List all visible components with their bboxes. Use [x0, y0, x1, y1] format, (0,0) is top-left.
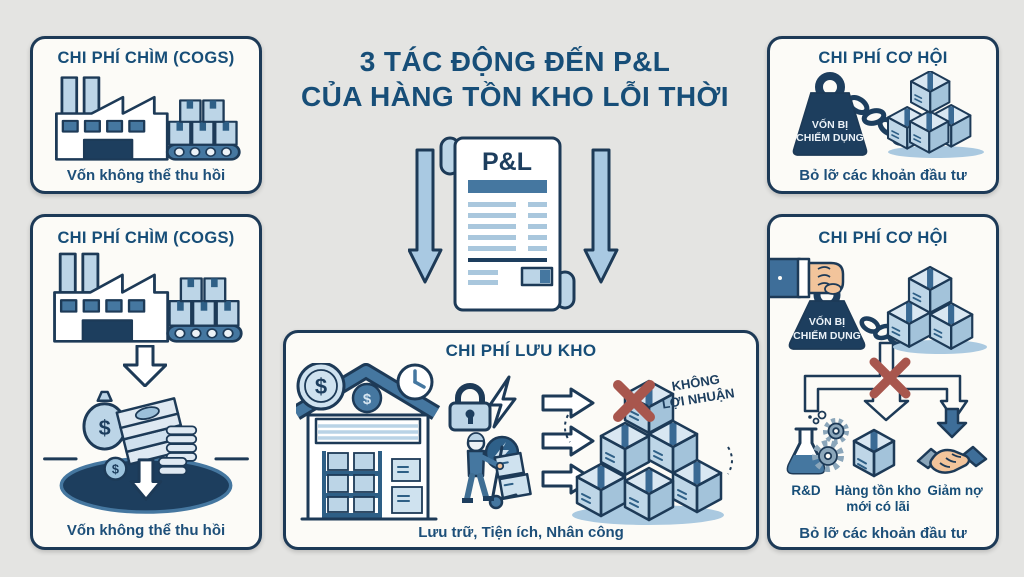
box-pile-icon: [888, 71, 984, 158]
investment-option-label-debt: Giảm nợ: [927, 483, 983, 498]
red-x-icon: [869, 357, 911, 399]
coin-small-icon: $: [351, 382, 383, 414]
coin-stack-icon: [157, 425, 198, 476]
main-title: 3 TÁC ĐỘNG ĐẾN P&L CỦA HÀNG TỒN KHO LỖI …: [270, 44, 760, 114]
coin-icon: $: [103, 456, 128, 481]
svg-text:CHIẾM DỤNG: CHIẾM DỤNG: [796, 131, 864, 144]
pl-document-icon: P&L: [439, 136, 576, 312]
investment-option-label-inventory: Hàng tồn kho mới có lãi: [834, 483, 922, 514]
lightning-icon: [488, 375, 517, 429]
pl-label: P&L: [482, 148, 532, 176]
main-title-line1: 3 TÁC ĐỘNG ĐẾN P&L: [359, 46, 671, 77]
factory-conveyor-icon: [55, 76, 241, 161]
worker-handtruck-icon: [462, 432, 532, 510]
panel-opportunity-cost-small: CHI PHÍ CƠ HỘI VỐN BỊ CHIẾM DỤNG: [767, 36, 999, 194]
red-x-icon: [613, 380, 655, 422]
svg-text:$: $: [112, 462, 119, 477]
panel-sunk-cost-small-title: CHI PHÍ CHÌM (COGS): [57, 49, 235, 67]
panel-sunk-cost-large-title: CHI PHÍ CHÌM (COGS): [57, 229, 235, 247]
falling-arrow-icon: [129, 458, 163, 501]
main-title-line2: CỦA HÀNG TỒN KHO LỖI THỜI: [301, 81, 729, 112]
hand-weight-boxes-illustration: VỐN BỊ CHIẾM DỤNG: [770, 257, 987, 422]
svg-text:VỐN BỊ: VỐN BỊ: [812, 117, 848, 131]
factory-conveyor-icon: [53, 252, 243, 343]
down-arrow-icon: [123, 345, 167, 387]
storage-illustration: $ $: [296, 363, 733, 525]
gears-icon: [812, 418, 849, 472]
panel-storage-cost: CHI PHÍ LƯU KHO: [283, 330, 759, 550]
investment-options-illustration: [786, 407, 988, 478]
box-pile-icon: [564, 381, 733, 525]
svg-text:$: $: [99, 415, 111, 440]
new-inventory-box-icon: [852, 428, 896, 478]
pl-document-illustration: P&L: [408, 136, 619, 312]
flow-arrows-icon: [541, 387, 595, 495]
weight-icon: VỐN BỊ CHIẾM DỤNG: [792, 72, 868, 156]
weight-chain-boxes-illustration: VỐN BỊ CHIẾM DỤNG: [792, 71, 984, 158]
down-arrow-left-icon: [408, 148, 443, 284]
panel-sunk-cost-small: CHI PHÍ CHÌM (COGS) Vốn không thể thu hồ…: [30, 36, 262, 194]
investment-option-label-rd: R&D: [791, 483, 821, 498]
down-arrow-right-icon: [583, 148, 619, 284]
handshake-icon: [916, 445, 988, 474]
clock-icon: [396, 363, 434, 401]
panel-storage-cost-caption: Lưu trữ, Tiện ích, Nhân công: [418, 524, 624, 541]
hand-sleeve-icon: [770, 257, 845, 299]
panel-sunk-cost-large: CHI PHÍ CHÌM (COGS) $: [30, 214, 262, 550]
panel-opportunity-cost-small-caption: Bỏ lỡ các khoản đầu tư: [799, 167, 967, 184]
panel-sunk-cost-small-caption: Vốn không thể thu hồi: [66, 167, 226, 184]
money-sinking-illustration: $ $: [43, 390, 249, 514]
panel-opportunity-cost-large-title: CHI PHÍ CƠ HỘI: [818, 229, 948, 247]
svg-text:$: $: [315, 374, 327, 399]
panel-sunk-cost-large-caption: Vốn không thể thu hồi: [66, 522, 226, 539]
padlock-icon: [448, 383, 492, 432]
panel-opportunity-cost-small-title: CHI PHÍ CƠ HỘI: [818, 49, 948, 67]
weight-icon: VỐN BỊ CHIẾM DỤNG: [788, 281, 866, 350]
svg-text:VỐN BỊ: VỐN BỊ: [809, 314, 845, 328]
coin-icon: $: [296, 363, 346, 411]
panel-opportunity-cost-large: CHI PHÍ CƠ HỘI VỐN BỊ CHIẾM DỤNG: [767, 214, 999, 550]
debt-down-arrow-icon: [936, 407, 968, 439]
box-pile-icon: [888, 267, 987, 354]
svg-text:CHIẾM DỤNG: CHIẾM DỤNG: [793, 329, 861, 342]
panel-opportunity-cost-large-caption: Bỏ lỡ các khoản đầu tư: [799, 525, 967, 542]
panel-storage-cost-title: CHI PHÍ LƯU KHO: [445, 341, 597, 360]
svg-text:$: $: [363, 391, 372, 408]
